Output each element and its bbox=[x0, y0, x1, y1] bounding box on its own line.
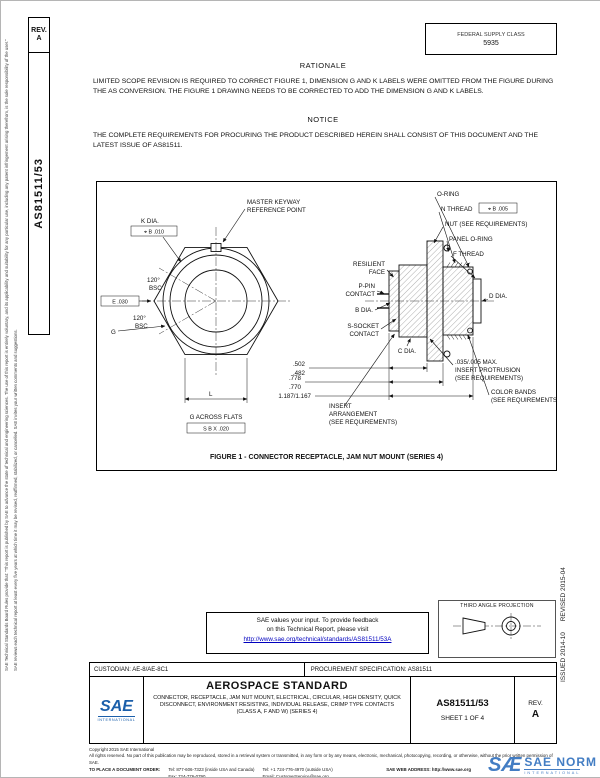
dim-502: .502 bbox=[293, 361, 306, 368]
fsc-value: 5935 bbox=[483, 40, 499, 47]
rationale-body: LIMITED SCOPE REVISION IS REQUIRED TO CO… bbox=[93, 77, 557, 96]
title-block-rev: REV. A bbox=[514, 677, 556, 743]
label-s-socket-line2: CONTACT bbox=[350, 331, 380, 338]
custodian-bar: CUSTODIAN: AE-8/AE-8C1 PROCUREMENT SPECI… bbox=[89, 662, 557, 677]
feedback-box: SAE values your input. To provide feedba… bbox=[206, 612, 429, 654]
label-c-dia: C DIA. bbox=[398, 348, 417, 355]
label-fcf-g: S B X .020 bbox=[203, 427, 229, 433]
sidebar-rev-cell: REV. A bbox=[29, 18, 49, 53]
title-block-center: AEROSPACE STANDARD CONNECTOR, RECEPTACLE… bbox=[144, 677, 410, 743]
label-bsc1-txt: BSC bbox=[149, 285, 162, 292]
custodian-cell: CUSTODIAN: AE-8/AE-8C1 bbox=[90, 663, 305, 676]
label-fcf-e: E .030 bbox=[112, 300, 128, 306]
sidebar-rev-value: A bbox=[36, 35, 41, 43]
standard-type: AEROSPACE STANDARD bbox=[206, 680, 348, 692]
watermark-tagline: INTERNATIONAL bbox=[524, 769, 580, 775]
label-o-ring: O-RING bbox=[437, 191, 460, 198]
label-insert-line2: ARRANGEMENT bbox=[329, 411, 377, 418]
footer-tel2: Tel: +1 724-776-4970 (outside USA) bbox=[262, 767, 332, 773]
sidebar-rev-label: REV. bbox=[31, 27, 47, 35]
resilient-insert-section bbox=[389, 271, 399, 331]
label-g: G bbox=[111, 329, 116, 336]
footer-fine-print: Copyright 2015 SAE International All rig… bbox=[89, 747, 557, 778]
label-insert-line3: (SEE REQUIREMENTS) bbox=[329, 419, 397, 426]
label-g-across-flats: G ACROSS FLATS bbox=[190, 414, 243, 421]
federal-supply-class-box: FEDERAL SUPPLY CLASS 5935 bbox=[425, 23, 557, 55]
label-s-socket-line1: S-SOCKET bbox=[347, 323, 379, 330]
sidebar-rev-box: REV. A AS81511/53 bbox=[28, 17, 50, 335]
sheet-number: SHEET 1 OF 4 bbox=[441, 715, 484, 722]
notice-body: THE COMPLETE REQUIREMENTS FOR PROCURING … bbox=[93, 131, 557, 150]
notice-heading: NOTICE bbox=[89, 115, 557, 124]
watermark-glyph: SÆ bbox=[488, 755, 521, 775]
label-protrusion-line1: .035/.005 MAX. bbox=[455, 359, 498, 366]
figure-1-box: MASTER KEYWAY REFERENCE POINT K DIA. ⌖ B… bbox=[96, 181, 557, 471]
watermark-name: SAE NORM bbox=[524, 756, 597, 768]
label-master-keyway-line1: MASTER KEYWAY bbox=[247, 199, 300, 206]
document-number: AS81511/53 bbox=[436, 698, 488, 709]
sae-logo-subtext: INTERNATIONAL bbox=[98, 716, 136, 722]
label-p-pin-line2: CONTACT bbox=[346, 291, 376, 298]
label-f-thread: F THREAD bbox=[453, 251, 484, 258]
issued-revised-text: ISSUED 2014-10 REVISED 2015-04 bbox=[560, 506, 567, 682]
label-resilient-line2: FACE bbox=[369, 269, 385, 276]
label-b-dia: B DIA. bbox=[355, 307, 373, 314]
label-color-bands-line1: COLOR BANDS bbox=[491, 389, 536, 396]
sidebar-doc-cell: AS81511/53 bbox=[29, 53, 49, 333]
footer-web-address: SAE WEB ADDRESS: http://www.sae.org bbox=[386, 767, 471, 778]
fsc-label: FEDERAL SUPPLY CLASS bbox=[457, 32, 524, 38]
label-d-dia: D DIA. bbox=[489, 293, 508, 300]
label-bsc2-txt: BSC bbox=[135, 323, 148, 330]
rev-label: REV. bbox=[528, 700, 543, 707]
figure-caption: FIGURE 1 - CONNECTOR RECEPTACLE, JAM NUT… bbox=[97, 454, 556, 461]
third-angle-projection-icon bbox=[447, 609, 547, 643]
label-protrusion-line2: INSERT PROTRUSION bbox=[455, 367, 520, 374]
label-l: L bbox=[209, 391, 213, 398]
shell-section bbox=[399, 265, 427, 337]
label-protrusion-line3: (SEE REQUIREMENTS) bbox=[455, 375, 523, 382]
standard-description: CONNECTOR, RECEPTACLE, JAM NUT MOUNT, EL… bbox=[150, 695, 404, 716]
label-bsc2-deg: 120° bbox=[133, 315, 146, 322]
label-insert-line1: INSERT bbox=[329, 403, 352, 410]
label-master-keyway-line2: REFERENCE POINT bbox=[247, 207, 306, 214]
dim-1187-1167: 1.187/1.167 bbox=[278, 393, 311, 400]
connector-technical-drawing: MASTER KEYWAY REFERENCE POINT K DIA. ⌖ B… bbox=[97, 182, 556, 448]
panel-o-ring-top bbox=[444, 245, 450, 251]
label-resilient-line1: RESILIENT bbox=[353, 261, 385, 268]
sae-logo: SAE INTERNATIONAL bbox=[90, 677, 144, 743]
front-view-drawing bbox=[101, 209, 290, 433]
label-bsc1-deg: 120° bbox=[147, 277, 160, 284]
rear-body-section bbox=[443, 267, 473, 335]
label-fcf-n: ⌖ B .005 bbox=[488, 207, 508, 213]
sae-norm-watermark: SÆ SAE NORM INTERNATIONAL bbox=[488, 755, 597, 775]
label-k-dia: K DIA. bbox=[141, 218, 159, 225]
rationale-heading: RATIONALE bbox=[89, 61, 557, 70]
label-n-thread: N THREAD bbox=[441, 206, 473, 213]
legal-disclaimer-inner: SAE reviews each technical report at lea… bbox=[14, 29, 22, 671]
label-panel-o-ring: PANEL O-RING bbox=[449, 236, 493, 243]
title-block-number: AS81511/53 SHEET 1 OF 4 bbox=[410, 677, 514, 743]
dim-770: .770 bbox=[289, 384, 302, 391]
legal-disclaimer-outer: SAE Technical Standards Board Rules prov… bbox=[5, 29, 13, 671]
rev-value: A bbox=[532, 709, 539, 720]
feedback-line2: on this Technical Report, please visit bbox=[207, 625, 428, 634]
footer-order-label: TO PLACE A DOCUMENT ORDER: bbox=[89, 767, 160, 778]
jam-nut-section bbox=[427, 241, 443, 361]
sidebar-doc-number: AS81511/53 bbox=[33, 158, 45, 229]
third-angle-projection-box: THIRD ANGLE PROJECTION bbox=[438, 600, 556, 658]
label-p-pin-line1: P-PIN bbox=[358, 283, 375, 290]
label-color-bands-line2: (SEE REQUIREMENTS) bbox=[491, 397, 556, 404]
label-nut: NUT (SEE REQUIREMENTS) bbox=[445, 221, 527, 228]
dim-778: .778 bbox=[289, 375, 302, 382]
feedback-link[interactable]: http://www.sae.org/technical/standards/A… bbox=[244, 636, 392, 643]
footer-rights: All rights reserved. No part of this pub… bbox=[89, 753, 557, 766]
title-block: SAE INTERNATIONAL AEROSPACE STANDARD CON… bbox=[89, 676, 557, 744]
feedback-line1: SAE values your input. To provide feedba… bbox=[207, 616, 428, 625]
footer-tel1: Tel: 877-606-7323 (inside USA and Canada… bbox=[168, 767, 254, 773]
label-fcf-k: ⌖ B .010 bbox=[144, 230, 164, 236]
sae-logo-text: SAE bbox=[100, 699, 133, 715]
procurement-cell: PROCUREMENT SPECIFICATION: AS81511 bbox=[305, 663, 556, 676]
